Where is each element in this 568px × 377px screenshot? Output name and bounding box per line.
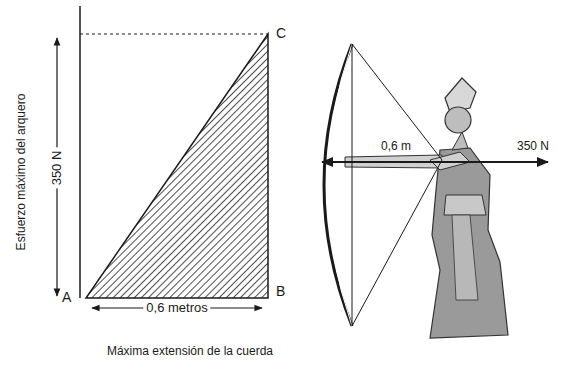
axis-title: Máxima extensión de la cuerda: [107, 345, 273, 358]
bow: [324, 44, 352, 326]
dashed-line: [80, 34, 268, 35]
point-label: C: [276, 26, 286, 41]
arrow-dimension: [322, 161, 548, 163]
archer-sash: [452, 215, 478, 300]
axis-title: Esfuerzo máximo del arquero: [15, 94, 28, 251]
work-triangle: [86, 34, 268, 298]
force-value: 350 N: [50, 148, 64, 189]
archer-neck: [452, 132, 468, 150]
extension-value: 0,6 metros: [143, 301, 210, 315]
bowstring: [352, 44, 442, 326]
vertical-axis: [79, 6, 81, 298]
bow-inner: [328, 44, 353, 326]
archer-head: [445, 107, 471, 133]
point-label: B: [276, 284, 285, 299]
archer-belt: [444, 195, 486, 215]
point-label: A: [62, 290, 71, 305]
force-label: 350 N: [514, 140, 552, 153]
archer-back-arm: [430, 152, 470, 170]
dimension-label: 0,6 m: [378, 140, 414, 153]
bow-rest-line: [352, 44, 353, 326]
archer-robe: [430, 148, 508, 338]
